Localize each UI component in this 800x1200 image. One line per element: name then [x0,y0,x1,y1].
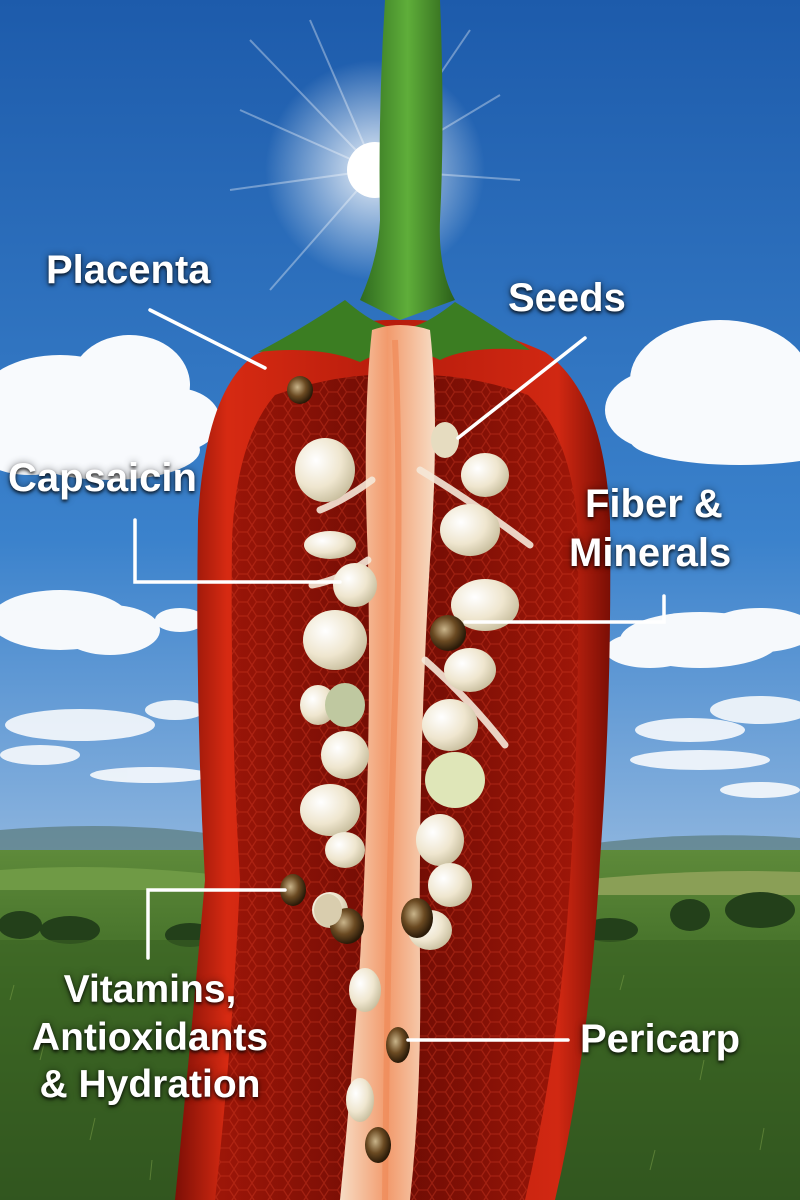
label-vitamins-line1: Vitamins, [63,968,237,1011]
label-pericarp: Pericarp [580,1017,741,1061]
label-fiber-line1: Fiber & [585,482,723,526]
seeds-leader-line [456,336,587,440]
label-fiber-minerals: Fiber & Minerals [569,480,731,578]
clouds [0,320,800,798]
pepper-seeds [295,422,519,1122]
fiber-leader-line [463,594,666,624]
vitamins-leader-line [146,888,287,960]
pepper-stem [360,0,455,320]
dark-seeds [280,376,466,1163]
label-vitamins-line3: & Hydration [39,1063,261,1107]
label-capsaicin: Capsaicin [8,456,197,500]
label-leader-lines [133,308,666,1042]
label-vitamins-line2: Antioxidants [31,1015,269,1059]
label-seeds: Seeds [508,276,626,320]
label-fiber-line2: Minerals [569,530,732,575]
label-placenta: Placenta [46,248,211,292]
label-vitamins-antioxidants-hydration: Vitamins, Antioxidants & Hydration [0,966,300,1109]
placenta-leader-line [148,308,267,370]
capsaicin-leader-line [133,518,342,584]
